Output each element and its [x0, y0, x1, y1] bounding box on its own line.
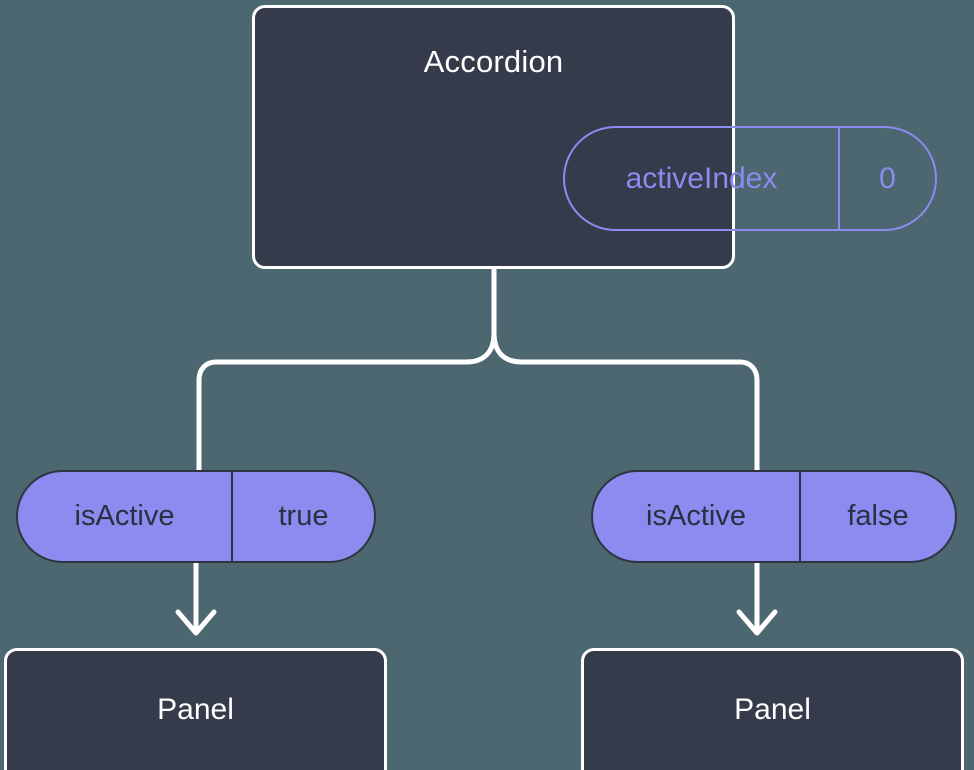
prop-pill-value: false	[847, 500, 909, 532]
connector-split-right	[491, 330, 760, 473]
prop-pill-value: true	[278, 500, 329, 532]
connector-split-left	[196, 330, 497, 473]
node-panel-left[interactable]: Panel	[4, 648, 387, 770]
prop-pill-is-active-false[interactable]: isActive false	[591, 470, 957, 563]
node-panel-left-title: Panel	[157, 693, 234, 726]
state-pill-value: 0	[879, 161, 896, 195]
node-panel-right[interactable]: Panel	[581, 648, 964, 770]
arrow-head-left-icon	[175, 609, 217, 636]
prop-pill-key: isActive	[593, 472, 801, 561]
state-pill-key: activeIndex	[565, 128, 840, 229]
node-panel-right-title: Panel	[734, 693, 811, 726]
prop-pill-is-active-true[interactable]: isActive true	[16, 470, 376, 563]
state-pill-active-index[interactable]: activeIndex 0	[563, 126, 937, 231]
prop-pill-key: isActive	[18, 472, 233, 561]
node-accordion-title: Accordion	[423, 44, 564, 79]
node-accordion[interactable]: Accordion activeIndex 0	[252, 5, 937, 269]
arrow-head-right-icon	[736, 609, 778, 636]
